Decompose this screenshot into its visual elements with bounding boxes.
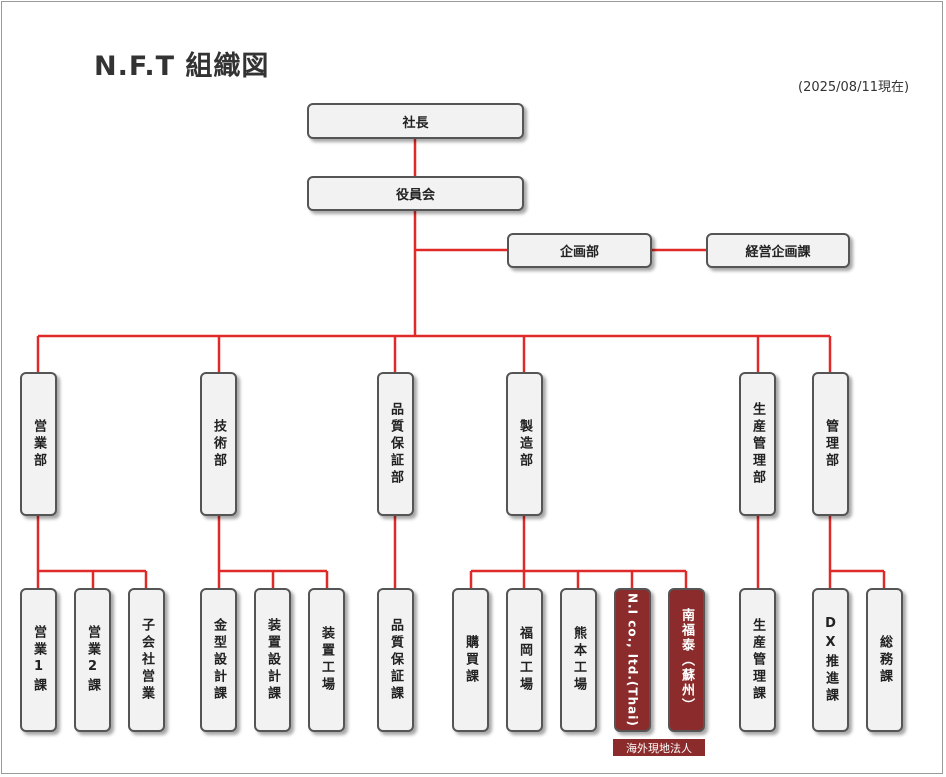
- node-purchase: 購買課: [452, 588, 489, 732]
- node-kumamoto: 熊本工場: [560, 588, 597, 732]
- node-general: 総務課: [866, 588, 903, 732]
- node-nanfukutai: 南福泰（蘇州）: [668, 588, 705, 732]
- overseas-label: 海外現地法人: [613, 739, 705, 756]
- date-label: (2025/08/11現在): [798, 80, 910, 95]
- node-mgmt-planning: 経営企画課: [706, 233, 850, 268]
- node-device-design: 装置設計課: [254, 588, 291, 732]
- node-qa-dept: 品質保証部: [377, 372, 414, 516]
- page-title: N.F.T 組織図: [94, 51, 270, 82]
- node-tech-dept: 技術部: [200, 372, 237, 516]
- node-prod-dept: 生産管理部: [739, 372, 776, 516]
- node-sales2: 営業2課: [74, 588, 111, 732]
- node-ni-thai: N.I co., ltd.(Thai): [614, 588, 651, 732]
- node-mfg-dept: 製造部: [506, 372, 543, 516]
- node-sales1: 営業1課: [20, 588, 57, 732]
- node-planning: 企画部: [507, 233, 652, 268]
- node-qa: 品質保証課: [377, 588, 414, 732]
- node-mold: 金型設計課: [200, 588, 237, 732]
- node-board: 役員会: [307, 176, 524, 211]
- node-dx: DX推進課: [812, 588, 849, 732]
- node-prod-ctrl: 生産管理課: [739, 588, 776, 732]
- node-sales-dept: 営業部: [20, 372, 57, 516]
- node-president: 社長: [307, 103, 524, 139]
- node-sub-sales: 子会社営業: [128, 588, 165, 732]
- node-device-factory: 装置工場: [308, 588, 345, 732]
- node-admin-dept: 管理部: [812, 372, 849, 516]
- node-fukuoka: 福岡工場: [506, 588, 543, 732]
